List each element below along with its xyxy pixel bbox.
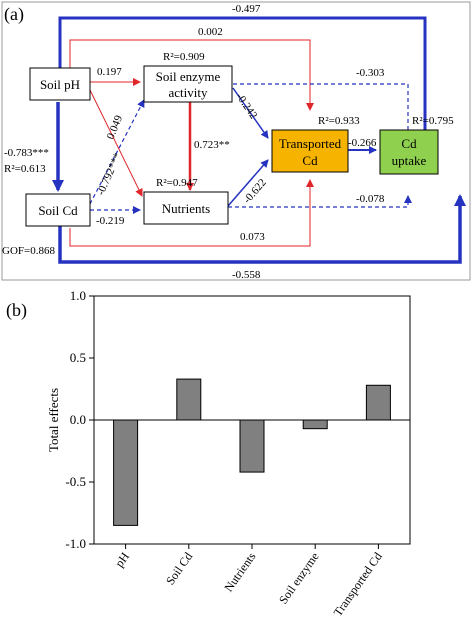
edge-nutrients-uptake (228, 195, 412, 208)
gof-value: GOF=0.868 (2, 245, 55, 257)
edge-cd-uptake (58, 194, 466, 264)
y-tick-label: 1.0 (70, 288, 86, 303)
node-transported-cd: Transported Cd (271, 129, 349, 173)
node-nutrients-label: Nutrients (162, 201, 210, 216)
coef-cd-nutrients: -0.219 (96, 215, 125, 227)
coef-ph-enzyme: 0.197 (97, 66, 122, 78)
bar-soil-enzyme (302, 419, 328, 430)
node-soil-ph: Soil pH (29, 67, 91, 101)
r2-nutrients: R²=0.947 (156, 177, 198, 189)
y-axis-title: Total effects (46, 388, 61, 452)
y-tick-label: 0.5 (70, 350, 86, 365)
coef-cd-enzyme: -0.792*** (95, 151, 124, 197)
y-tick-label: -1.0 (65, 536, 86, 551)
edge-nutrients-transported (227, 159, 269, 207)
node-soil-cd: Soil Cd (25, 193, 91, 227)
node-soil-enzyme: Soil enzyme activity (143, 65, 233, 103)
node-nutrients: Nutrients (143, 191, 229, 225)
y-tick-label: 0.0 (70, 412, 86, 427)
panel-a-label: (a) (4, 4, 24, 25)
r2-transported-cd: R²=0.933 (318, 115, 360, 127)
y-axis-ticks: 1.0 0.5 0.0 -0.5 -1.0 (65, 288, 94, 551)
coef-ph-uptake: -0.497 (232, 3, 261, 15)
coef-cd-uptake: -0.558 (232, 269, 261, 281)
coef-enzyme-nutrients: 0.723** (194, 139, 230, 151)
node-soil-enzyme-label-2: activity (169, 85, 208, 100)
bar-ph (113, 419, 139, 526)
coef-cd-transported: 0.073 (240, 231, 265, 243)
edge-ph-uptake (58, 16, 431, 160)
coef-transported-uptake: -0.266 (348, 137, 377, 149)
node-transported-cd-label-2: Cd (302, 153, 318, 168)
x-tick-label: Soil Cd (163, 550, 195, 588)
panel-b-label: (b) (6, 300, 27, 321)
bar-nutrients (239, 419, 265, 473)
total-effects-chart: (b) Total effects 1.0 0.5 0.0 -0.5 -1.0 pH So… (6, 288, 411, 619)
bar-transported-cd (365, 384, 391, 421)
coef-nutrients-transported: -0.622 (241, 177, 269, 206)
r2-soil-cd: R²=0.613 (4, 163, 46, 175)
x-tick-label: Soil enzyme (276, 550, 322, 607)
edge-enzyme-transported (232, 87, 269, 139)
coef-ph-transported: 0.002 (198, 26, 223, 38)
bar-soil-cd (176, 378, 202, 421)
node-cd-uptake-label-2: uptake (392, 153, 427, 168)
r2-soil-enzyme: R²=0.909 (163, 51, 205, 63)
path-diagram: (a) Soil pH (1, 1, 471, 281)
coef-enzyme-uptake: -0.303 (356, 67, 385, 79)
coef-ph-nutrients: 0.049 (105, 113, 126, 141)
plot-frame (93, 295, 411, 545)
node-cd-uptake: Cd uptake (379, 129, 439, 175)
r2-cd-uptake: R²=0.795 (412, 115, 454, 127)
edge-ph-nutrients (89, 89, 143, 197)
coef-enzyme-transported: -0.242 (234, 91, 260, 121)
node-transported-cd-label-1: Transported (279, 136, 342, 151)
edge-ph-transported (69, 39, 314, 111)
node-soil-enzyme-label-1: Soil enzyme (156, 69, 221, 84)
coef-ph-cd: -0.783*** (4, 147, 49, 159)
x-tick-label: Nutrients (221, 549, 258, 594)
coef-nutrients-uptake: -0.078 (356, 193, 385, 205)
node-soil-ph-label: Soil pH (40, 77, 80, 92)
panel-a-frame (1, 1, 471, 281)
node-cd-uptake-label-1: Cd (401, 136, 417, 151)
bars (113, 378, 391, 526)
x-tick-label: pH (112, 549, 132, 569)
edge-cd-transported (69, 179, 314, 247)
y-tick-label: -0.5 (65, 474, 86, 489)
node-soil-cd-label: Soil Cd (38, 203, 78, 218)
edge-cd-enzyme (89, 99, 145, 205)
x-tick-label: Transported Cd (331, 550, 385, 619)
